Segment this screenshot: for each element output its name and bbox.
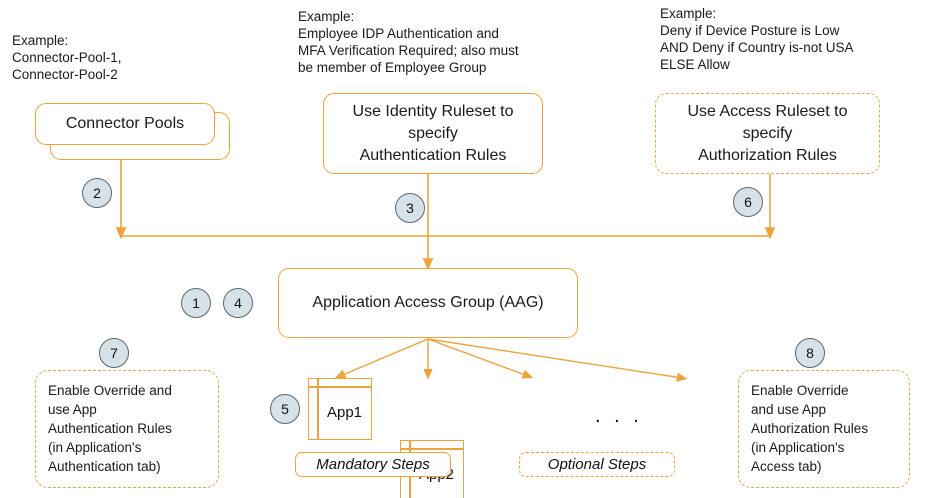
step-circle-5[interactable]: 5 [270, 394, 300, 424]
access-ruleset-box[interactable]: Use Access Ruleset to specify Authorizat… [655, 93, 880, 174]
app-titlebar-icon [401, 448, 463, 450]
legend-mandatory-steps: Mandatory Steps [295, 452, 451, 477]
step-circle-2[interactable]: 2 [82, 178, 112, 208]
app-titlebar-icon [309, 386, 371, 388]
step-circle-7[interactable]: 7 [99, 338, 129, 368]
note-app-authentication-override[interactable]: Enable Override and use App Authenticati… [35, 370, 219, 488]
legend-optional-steps: Optional Steps [519, 452, 675, 477]
note-app-authorization-override[interactable]: Enable Override and use App Authorizatio… [738, 370, 910, 488]
step-circle-6[interactable]: 6 [733, 187, 763, 217]
step-circle-1[interactable]: 1 [181, 288, 211, 318]
application-access-group-box[interactable]: Application Access Group (AAG) [278, 268, 578, 338]
app-box-1[interactable]: App1 [308, 378, 372, 440]
example-identity-ruleset: Example: Employee IDP Authentication and… [298, 9, 519, 75]
step-circle-8[interactable]: 8 [795, 338, 825, 368]
step-circle-3[interactable]: 3 [395, 193, 425, 223]
app-label: App1 [326, 403, 363, 421]
identity-ruleset-box[interactable]: Use Identity Ruleset to specify Authenti… [323, 93, 543, 174]
connector-pools-box[interactable]: Connector Pools [35, 103, 215, 145]
app-sidebar-icon [317, 379, 319, 439]
example-access-ruleset: Example: Deny if Device Posture is Low A… [660, 6, 854, 72]
apps-ellipsis: . . . [595, 405, 643, 427]
step-circle-4[interactable]: 4 [223, 288, 253, 318]
example-connector-pools: Example: Connector-Pool-1, Connector-Poo… [12, 33, 122, 82]
